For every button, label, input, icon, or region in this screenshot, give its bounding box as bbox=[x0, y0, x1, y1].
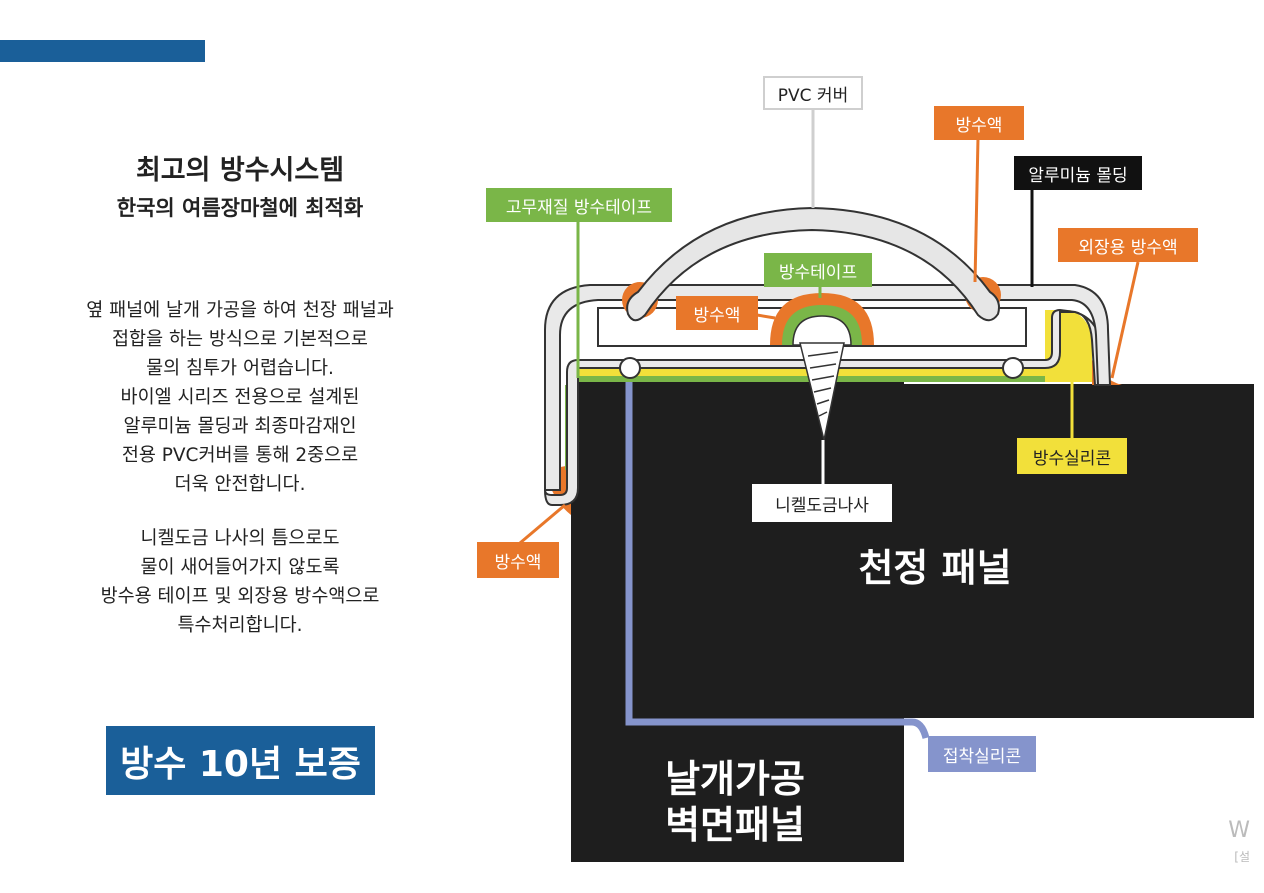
molding-dent-left bbox=[619, 357, 641, 379]
description-line: 방수용 테이프 및 외장용 방수액으로 bbox=[100, 586, 380, 607]
screw-head bbox=[792, 315, 852, 346]
page-subtitle: 한국의 여름장마철에 최적화 bbox=[116, 196, 364, 220]
label-waterproof-tape: 방수테이프 bbox=[764, 253, 872, 287]
label-waterproof-silicone: 방수실리콘 bbox=[1017, 438, 1127, 474]
adhesive-silicone-line bbox=[625, 382, 930, 739]
description-line: 더욱 안전합니다. bbox=[174, 474, 306, 495]
top-accent-bar bbox=[0, 40, 205, 62]
description-line: 옆 패널에 날개 가공을 하여 천장 패널과 bbox=[86, 300, 394, 321]
aluminum-molding-outer bbox=[544, 284, 1112, 491]
label-adhesive-silicone: 접착실리콘 bbox=[928, 736, 1036, 772]
label-waterproof-liquid-left: 방수액 bbox=[477, 542, 559, 578]
ceiling-panel-label: 천정 패널 bbox=[858, 546, 1012, 590]
description-line: 물이 새어들어가지 않도록 bbox=[140, 557, 340, 578]
corner-watermark-small: [설 bbox=[1234, 850, 1250, 864]
molding-dent-right bbox=[1002, 357, 1024, 379]
warranty-badge: 방수 10년 보증 bbox=[106, 726, 375, 795]
label-pvc-cover: PVC 커버 bbox=[763, 76, 863, 110]
description-line: 전용 PVC커버를 통해 2중으로 bbox=[121, 445, 359, 466]
leader-mid-liquid bbox=[756, 313, 776, 320]
label-waterproof-liquid-top: 방수액 bbox=[934, 106, 1024, 140]
ceiling-panel bbox=[627, 384, 1254, 718]
page-title: 최고의 방수시스템 bbox=[135, 155, 345, 186]
leader-exterior bbox=[1110, 261, 1140, 379]
description-line: 니켈도금 나사의 틈으로도 bbox=[140, 528, 340, 549]
description-paragraph-1: 옆 패널에 날개 가공을 하여 천장 패널과 접합을 하는 방식으로 기본적으로… bbox=[20, 296, 460, 499]
label-aluminum-molding: 알루미늄 몰딩 bbox=[1014, 156, 1142, 190]
label-nickel-screw: 니켈도금나사 bbox=[752, 484, 892, 522]
leader-left-liquid bbox=[519, 503, 566, 545]
description-line: 특수처리합니다. bbox=[177, 615, 303, 636]
wall-panel-label-line: 벽면패널 bbox=[665, 803, 805, 847]
label-rubber-tape: 고무재질 방수테이프 bbox=[486, 188, 672, 222]
pvc-cover-dome bbox=[626, 206, 1000, 322]
wall-panel-label: 날개가공 벽면패널 bbox=[610, 756, 860, 848]
wall-panel-label-line: 날개가공 bbox=[665, 757, 805, 801]
leader-top-liquid bbox=[973, 137, 980, 283]
description-line: 알루미늄 몰딩과 최종마감재인 bbox=[123, 416, 357, 437]
corner-watermark: W bbox=[1228, 818, 1250, 843]
screw-thread bbox=[807, 351, 839, 417]
description-paragraph-2: 니켈도금 나사의 틈으로도 물이 새어들어가지 않도록 방수용 테이프 및 외장… bbox=[20, 524, 460, 640]
aluminum-molding-outline bbox=[544, 308, 1106, 506]
label-waterproof-liquid-mid: 방수액 bbox=[676, 296, 758, 330]
description-line: 접합을 하는 방식으로 기본적으로 bbox=[112, 329, 368, 350]
label-exterior-liquid: 외장용 방수액 bbox=[1058, 228, 1198, 262]
description-line: 물의 침투가 어렵습니다. bbox=[146, 358, 334, 379]
description-line: 바이엘 시리즈 전용으로 설계된 bbox=[120, 387, 360, 408]
